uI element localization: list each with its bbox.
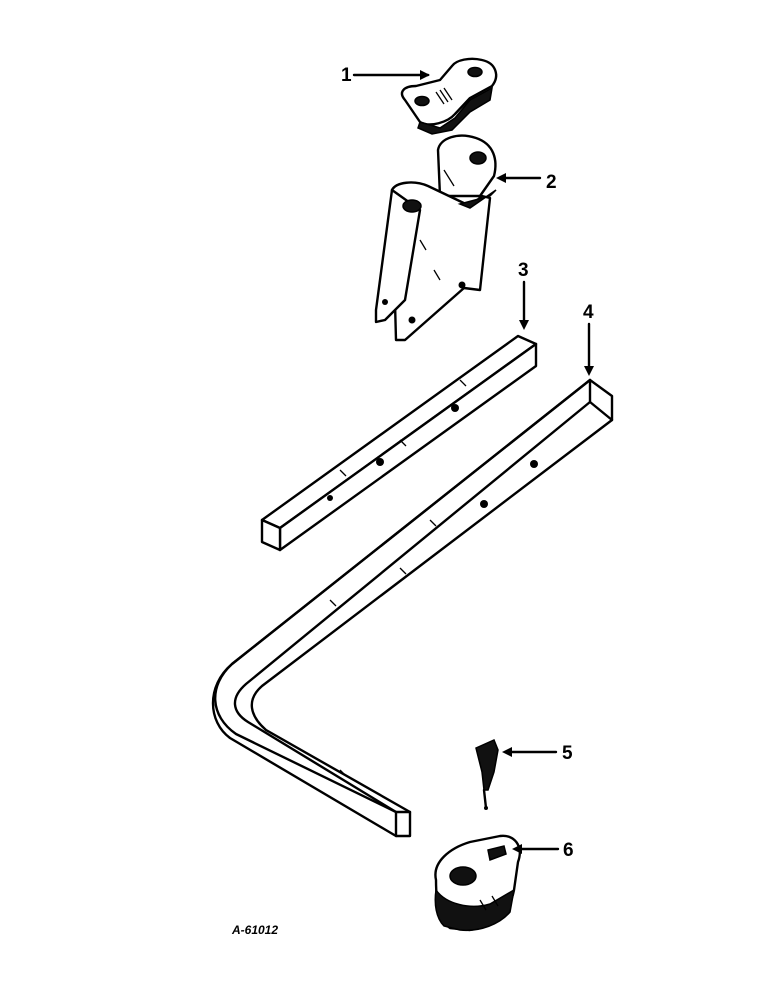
callout-number: 3 bbox=[518, 260, 529, 281]
callout-2: 2 bbox=[496, 172, 557, 193]
callout-number: 1 bbox=[341, 65, 352, 86]
bracket-icon bbox=[374, 134, 497, 342]
pin-icon bbox=[475, 738, 499, 810]
callout-4: 4 bbox=[583, 302, 594, 376]
callout-5: 5 bbox=[502, 743, 573, 764]
strap-clamp-icon bbox=[400, 57, 498, 135]
callout-1: 1 bbox=[341, 65, 430, 86]
bent-bar-icon bbox=[211, 378, 614, 838]
callout-number: 2 bbox=[546, 172, 557, 193]
straight-bar-icon bbox=[260, 334, 538, 552]
drawing-id: A-61012 bbox=[231, 923, 278, 937]
callout-number: 4 bbox=[583, 302, 594, 323]
callout-number: 5 bbox=[562, 743, 573, 764]
callout-number: 6 bbox=[563, 840, 574, 861]
clamp-block-icon bbox=[434, 834, 521, 932]
callout-3: 3 bbox=[518, 260, 529, 330]
callout-6: 6 bbox=[512, 840, 574, 861]
